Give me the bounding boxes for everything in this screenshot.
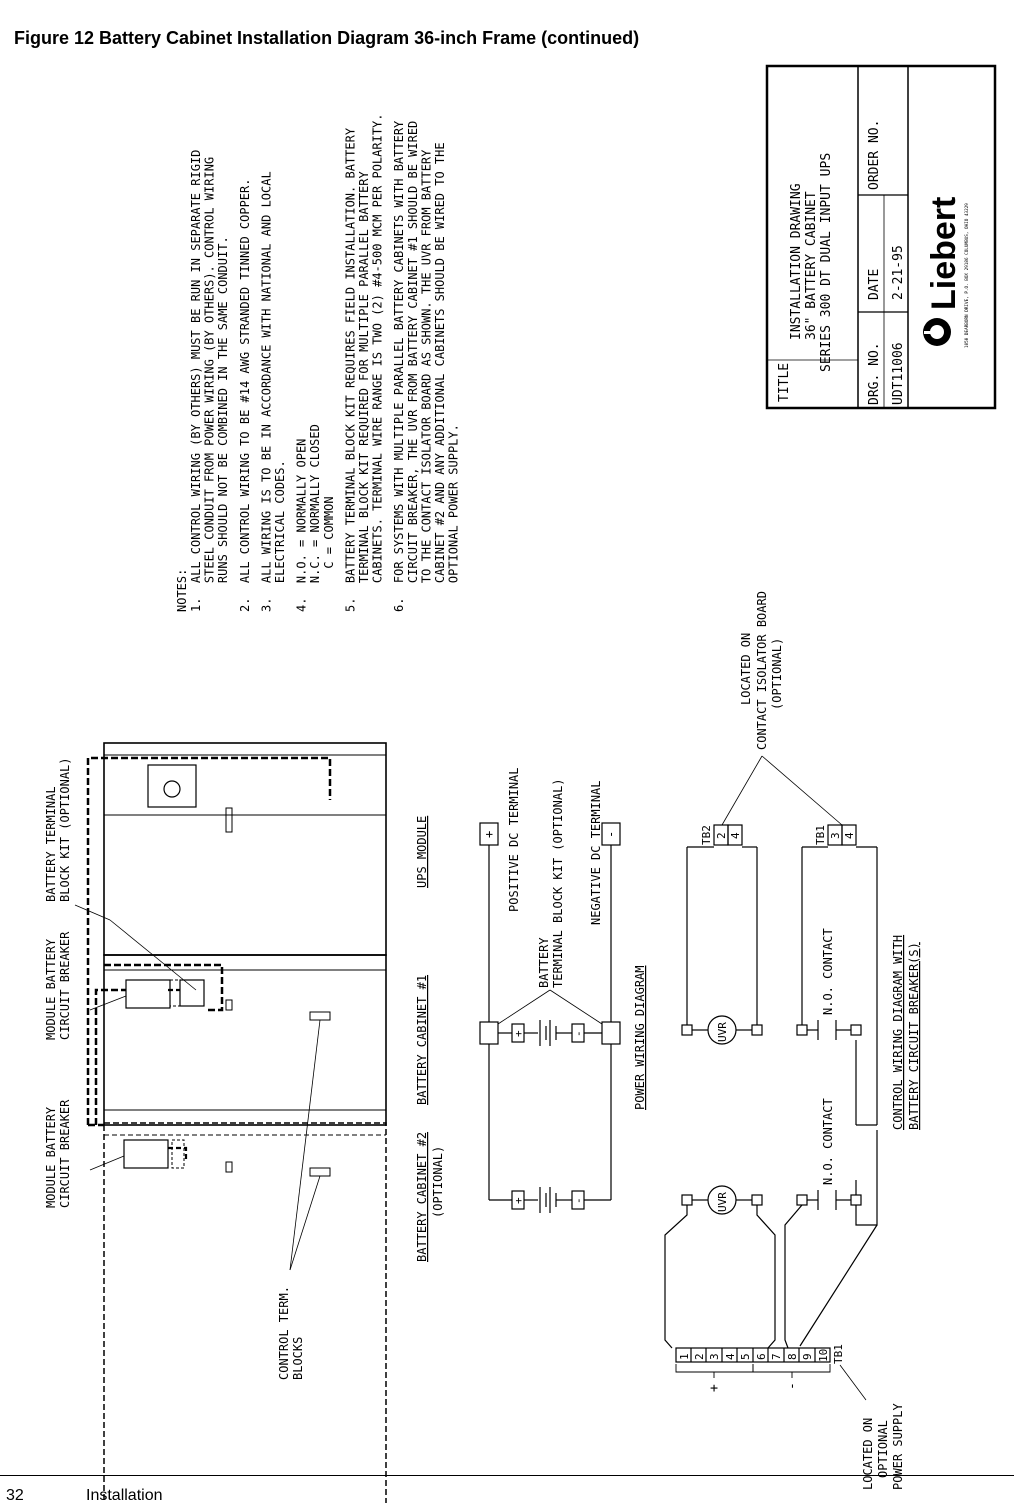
notes-line: STEEL CONDUIT FROM POWER WIRING (BY OTHE… bbox=[203, 157, 217, 612]
ps-term-2: 2 bbox=[693, 1353, 706, 1360]
notes-line: 1. ALL CONTROL WIRING (BY OTHERS) MUST B… bbox=[189, 150, 203, 612]
figure-title: Figure 12 Battery Cabinet Installation D… bbox=[14, 28, 640, 48]
drg-value: UDT11006 bbox=[891, 342, 906, 405]
date-label: DATE bbox=[867, 269, 882, 300]
ps-term-8: 8 bbox=[786, 1353, 799, 1360]
notes-line: 4. N.O. = NORMALLY OPEN bbox=[295, 439, 309, 612]
ps-term-7: 7 bbox=[770, 1353, 783, 1360]
notes-line: 2. ALL CONTROL WIRING TO BE #14 AWG STRA… bbox=[238, 179, 252, 612]
notes-line: RUNS SHOULD NOT BE COMBINED IN THE SAME … bbox=[216, 236, 230, 612]
contact-isolator-l2: CONTACT ISOLATOR BOARD bbox=[755, 591, 769, 750]
plus-2: + bbox=[512, 1197, 525, 1204]
tb2-label: TB2 bbox=[700, 825, 713, 845]
liebert-logo: Liebert 1050 DEARBORN DRIVE, P.O. BOX 29… bbox=[923, 197, 970, 348]
ps-minus: - bbox=[785, 1382, 800, 1390]
cab2-optional: (OPTIONAL) bbox=[431, 1146, 445, 1218]
footer-rule bbox=[0, 1475, 1014, 1476]
tb1-label: TB1 bbox=[814, 825, 827, 845]
neg-minus: - bbox=[604, 831, 618, 838]
uvr-1-label: UVR bbox=[716, 1022, 729, 1042]
notes-line: OPTIONAL POWER SUPPLY. bbox=[447, 424, 461, 612]
no-contact-2-label: N.O. CONTACT bbox=[821, 1098, 835, 1185]
notes-line: TO THE CONTACT ISOLATOR BOARD AS SHOWN. … bbox=[419, 149, 433, 612]
neg-terminal-label: NEGATIVE DC TERMINAL bbox=[589, 781, 603, 926]
battery-term-kit-l1: BATTERY TERMINAL bbox=[44, 786, 58, 902]
tb1-term-4: 4 bbox=[843, 832, 856, 839]
module-breaker-2-l2: CIRCUIT BREAKER bbox=[58, 1099, 72, 1208]
module-breaker-1-l1: MODULE BATTERY bbox=[44, 938, 58, 1040]
ps-tb1-label: TB1 bbox=[832, 1344, 845, 1364]
ps-term-10: 10 bbox=[817, 1349, 830, 1362]
notes-line: ELECTRICAL CODES. bbox=[273, 460, 287, 612]
notes-line: C = COMMON bbox=[322, 496, 336, 612]
minus-2: - bbox=[572, 1197, 585, 1204]
control-wiring-diagram bbox=[664, 755, 878, 1401]
cab1-label: BATTERY CABINET #1 bbox=[415, 975, 429, 1105]
pos-terminal-label: POSITIVE DC TERMINAL bbox=[507, 768, 521, 913]
notes-line: N.C. = NORMALLY CLOSED bbox=[308, 424, 322, 612]
notes-line: 6. FOR SYSTEMS WITH MULTIPLE PARALLEL BA… bbox=[392, 120, 406, 612]
tb2-term-2: 2 bbox=[715, 832, 728, 839]
battery-kit-l1: BATTERY bbox=[537, 937, 551, 988]
ps-term-3: 3 bbox=[708, 1353, 721, 1360]
module-breaker-1-l2: CIRCUIT BREAKER bbox=[58, 931, 72, 1040]
title-line-2: 36" BATTERY CABINET bbox=[804, 191, 819, 340]
control-term-l2: BLOCKS bbox=[291, 1337, 305, 1380]
minus-1: - bbox=[572, 1030, 585, 1037]
control-term-l1: CONTROL TERM. bbox=[277, 1286, 291, 1380]
no-contact-1-label: N.O. CONTACT bbox=[821, 928, 835, 1015]
pos-plus: + bbox=[482, 831, 496, 838]
cabinet-elevation bbox=[74, 742, 387, 1503]
ups-module bbox=[103, 742, 387, 956]
power-wiring-title: POWER WIRING DIAGRAM bbox=[633, 966, 647, 1111]
title-line-1: INSTALLATION DRAWING bbox=[789, 183, 804, 340]
notes-line: CABINET #2 AND ANY ADDITIONAL CABINETS S… bbox=[433, 142, 447, 612]
notes-line: CABINETS. TERMINAL WIRE RANGE IS TWO (2)… bbox=[371, 114, 385, 613]
uvr-2-label: UVR bbox=[716, 1192, 729, 1212]
section-name: Installation bbox=[86, 1487, 163, 1504]
notes-line: 5. BATTERY TERMINAL BLOCK KIT REQUIRES F… bbox=[343, 127, 357, 612]
power-wiring-diagram bbox=[479, 822, 621, 1213]
control-wiring-title-l2: BATTERY CIRCUIT BREAKER(S) bbox=[907, 942, 921, 1130]
power-supply-l2: OPTIONAL bbox=[876, 1420, 890, 1478]
ps-term-6: 6 bbox=[755, 1353, 768, 1360]
notes-heading: NOTES: bbox=[175, 569, 189, 612]
notes-line: 3. ALL WIRING IS TO BE IN ACCORDANCE WIT… bbox=[259, 171, 273, 612]
ps-term-1: 1 bbox=[678, 1353, 691, 1360]
logo-text: Liebert bbox=[925, 197, 963, 310]
cab2-label: BATTERY CABINET #2 bbox=[415, 1132, 429, 1262]
control-wiring-title-l1: CONTROL WIRING DIAGRAM WITH bbox=[891, 935, 905, 1130]
notes: NOTES:1. ALL CONTROL WIRING (BY OTHERS) … bbox=[175, 114, 461, 613]
power-supply-l1: LOCATED ON bbox=[861, 1418, 875, 1490]
plus-1: + bbox=[512, 1030, 525, 1037]
page-number: 32 bbox=[6, 1487, 24, 1504]
tb1-term-3: 3 bbox=[829, 832, 842, 839]
module-breaker-2-l1: MODULE BATTERY bbox=[44, 1106, 58, 1208]
notes-line: CIRCUIT BREAKER, THE UVR FROM BATTERY CA… bbox=[406, 121, 420, 612]
power-supply-l3: POWER SUPPLY bbox=[891, 1403, 905, 1490]
date-value: 2-21-95 bbox=[891, 245, 906, 300]
tb2-term-4: 4 bbox=[729, 832, 742, 839]
title-label: TITLE bbox=[777, 363, 792, 402]
notes-line: TERMINAL BLOCK KIT REQUIRED FOR MULTIPLE… bbox=[357, 171, 371, 612]
contact-isolator-l1: LOCATED ON bbox=[739, 633, 753, 705]
battery-kit-l2: TERMINAL BLOCK KIT (OPTIONAL) bbox=[551, 778, 565, 988]
title-block bbox=[765, 64, 997, 410]
logo-address: 1050 DEARBORN DRIVE, P.O. BOX 29186 COLU… bbox=[964, 203, 970, 348]
contact-isolator-l3: (OPTIONAL) bbox=[770, 638, 784, 710]
order-label: ORDER NO. bbox=[867, 120, 882, 190]
ps-term-9: 9 bbox=[801, 1353, 814, 1360]
ps-term-5: 5 bbox=[739, 1353, 752, 1360]
drg-label: DRG. NO. bbox=[867, 342, 882, 405]
battery-term-kit-l2: BLOCK KIT (OPTIONAL) bbox=[58, 758, 72, 903]
ps-plus: + bbox=[707, 1384, 722, 1392]
ups-label: UPS MODULE bbox=[415, 816, 429, 888]
ps-term-4: 4 bbox=[724, 1353, 737, 1360]
title-line-3: SERIES 300 DT DUAL INPUT UPS bbox=[819, 153, 834, 372]
battery-cabinet-2 bbox=[103, 1122, 387, 1503]
